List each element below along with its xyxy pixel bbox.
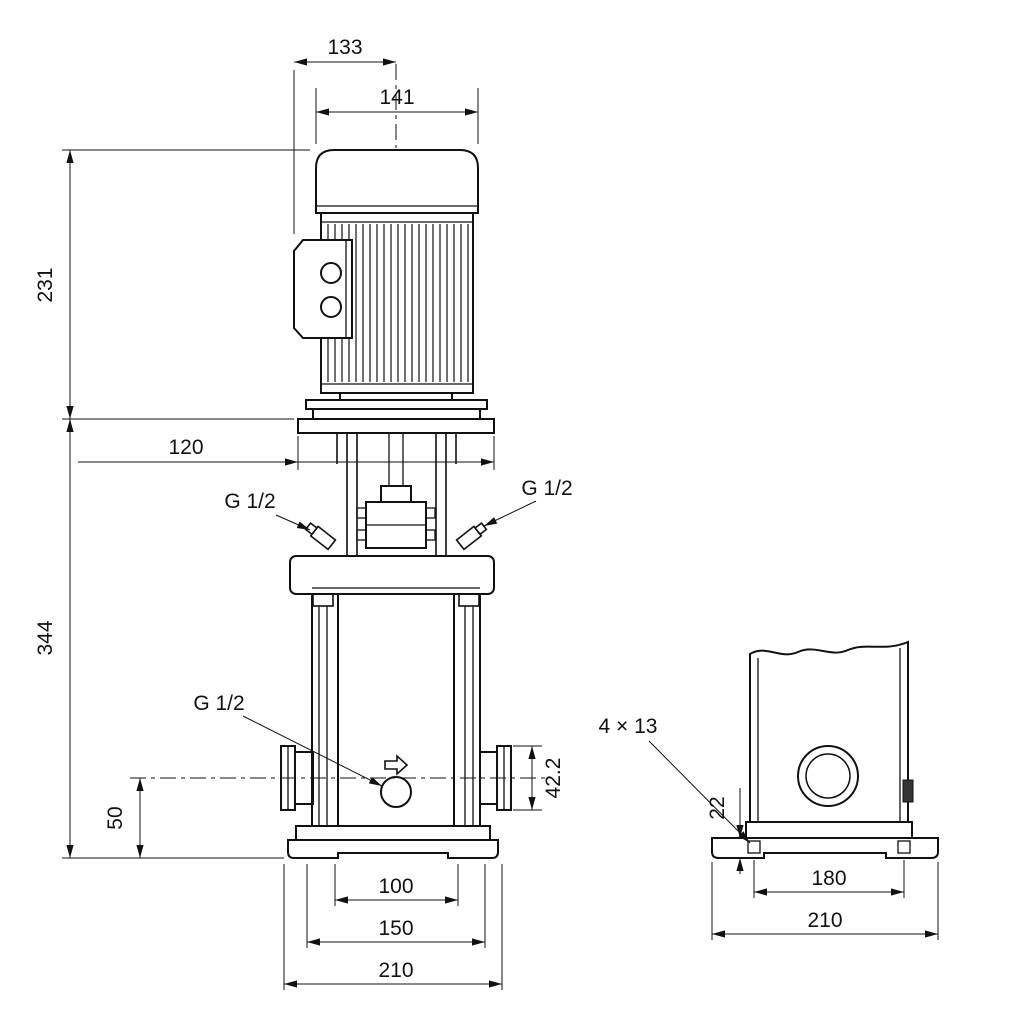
dimension-labels: 133 141 231 344 120 50 42.2 100 150 210 … [34, 36, 847, 982]
dim-label-210-side: 210 [807, 909, 842, 932]
terminal-box [293, 239, 353, 339]
bolt-slot [747, 840, 761, 854]
cable-entry-hole [320, 262, 342, 284]
cable-entry-hole [320, 296, 342, 318]
leader-vent-right [483, 500, 537, 527]
motor-flange [297, 392, 495, 434]
pump-base [287, 825, 499, 859]
dim-label-120: 120 [168, 436, 203, 459]
leader-bolt-holes [648, 740, 751, 844]
staybolts [318, 606, 474, 826]
dim-label-100: 100 [378, 875, 413, 898]
pump-head [289, 555, 495, 607]
motor-fan-cover [315, 149, 479, 214]
front-view [280, 149, 512, 859]
bolt-holes-label: 4 × 13 [599, 715, 658, 738]
dim-label-50: 50 [104, 806, 127, 829]
side-view [711, 640, 939, 859]
dim-label-210-front: 210 [378, 959, 413, 982]
side-chamber [749, 640, 909, 822]
nameplate-clip [902, 779, 914, 803]
centerlines [130, 64, 545, 779]
side-port-circle [797, 745, 859, 807]
dim-label-141: 141 [379, 86, 414, 109]
dim-label-133: 133 [327, 36, 362, 59]
extension-lines [62, 70, 939, 990]
dim-label-22: 22 [706, 796, 729, 819]
dim-label-344: 344 [34, 620, 57, 655]
dim-label-150: 150 [378, 917, 413, 940]
flow-arrow-icon [384, 754, 409, 776]
leader-drain [242, 715, 383, 787]
vent-plug-right [455, 521, 488, 551]
port-label-g12-drain: G 1/2 [193, 692, 244, 715]
port-label-g12-left: G 1/2 [224, 490, 275, 513]
side-base [711, 821, 939, 859]
drain-port-hole [380, 776, 412, 808]
dimension-lines [66, 58, 938, 988]
coupling [356, 485, 436, 549]
port-label-g12-right: G 1/2 [521, 477, 572, 500]
dim-label-180: 180 [811, 867, 846, 890]
dim-label-231: 231 [34, 267, 57, 302]
bolt-slot [897, 840, 911, 854]
dim-label-42-2: 42.2 [542, 758, 565, 799]
leader-vent-left [275, 514, 311, 531]
pump-sleeve [311, 594, 481, 826]
